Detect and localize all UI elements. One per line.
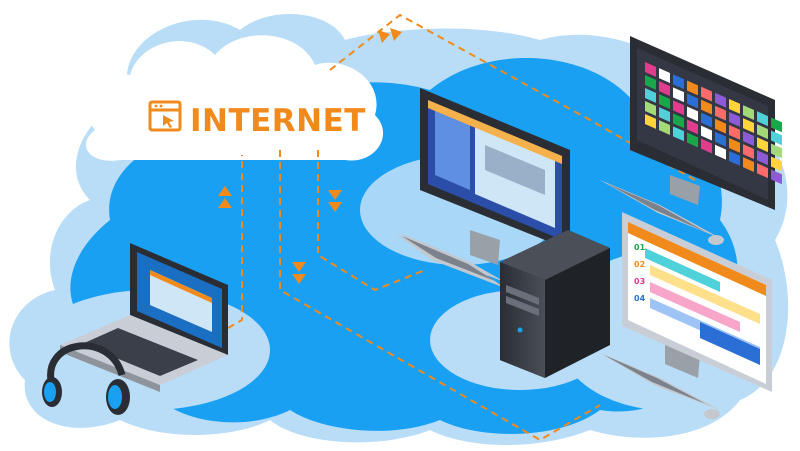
color-tile bbox=[715, 105, 726, 121]
keyboard-keys bbox=[402, 236, 495, 281]
connection-line-laptop bbox=[227, 155, 243, 329]
arrow-down-icon bbox=[328, 190, 342, 212]
color-tile bbox=[771, 156, 782, 172]
color-tile bbox=[645, 101, 656, 116]
schedule-bar-2 bbox=[650, 265, 760, 324]
color-tile bbox=[687, 93, 698, 109]
headphones-icon bbox=[42, 342, 130, 415]
color-tile bbox=[757, 124, 768, 140]
color-tile bbox=[687, 132, 698, 148]
schedule-header bbox=[628, 222, 766, 296]
color-tile bbox=[729, 98, 740, 114]
color-tile-grid bbox=[645, 62, 782, 185]
arrow-down-icon bbox=[292, 262, 306, 284]
mouse-icon bbox=[708, 235, 724, 245]
color-tile bbox=[701, 125, 712, 141]
color-tile bbox=[673, 126, 684, 142]
laptop-icon bbox=[60, 243, 228, 392]
color-tile bbox=[659, 94, 670, 109]
page-header-bar bbox=[428, 100, 562, 164]
color-tile bbox=[701, 86, 712, 102]
connection-line-monitor-center bbox=[317, 150, 426, 292]
color-tile bbox=[673, 113, 684, 129]
color-tile bbox=[645, 62, 656, 77]
color-tile bbox=[729, 137, 740, 153]
monitor-schedule: 01 02 03 04 bbox=[598, 212, 772, 419]
color-tile bbox=[673, 74, 684, 90]
schedule-bar-3 bbox=[650, 282, 740, 332]
color-tile bbox=[645, 75, 656, 90]
color-tile bbox=[715, 92, 726, 108]
color-tile bbox=[687, 119, 698, 135]
color-tile bbox=[757, 150, 768, 166]
color-tile bbox=[743, 105, 754, 120]
drive-bay bbox=[506, 296, 539, 316]
color-tile bbox=[757, 111, 768, 127]
color-tile bbox=[701, 112, 712, 128]
monitor-stand bbox=[470, 230, 500, 265]
mouse-icon bbox=[704, 409, 720, 419]
color-tile bbox=[659, 120, 670, 135]
laptop-front-edge bbox=[60, 345, 160, 392]
schedule-row-label: 04 bbox=[634, 294, 646, 303]
color-tile bbox=[729, 111, 740, 127]
tower-top bbox=[500, 230, 610, 280]
color-tile bbox=[659, 68, 670, 83]
power-led bbox=[517, 327, 523, 333]
pc-tower-icon bbox=[500, 230, 610, 378]
laptop-window-bar bbox=[150, 270, 212, 303]
color-tile bbox=[743, 131, 754, 146]
color-tile bbox=[659, 107, 670, 122]
color-tile bbox=[673, 87, 684, 103]
color-tile bbox=[729, 150, 740, 166]
color-tile bbox=[771, 143, 782, 159]
schedule-row-label: 01 bbox=[634, 243, 646, 252]
color-tile bbox=[687, 80, 698, 96]
color-tile bbox=[659, 81, 670, 96]
browser-window-cursor-icon bbox=[148, 100, 182, 132]
color-tile bbox=[715, 118, 726, 134]
color-tile bbox=[645, 114, 656, 129]
color-tile bbox=[757, 137, 768, 153]
schedule-bar-1 bbox=[645, 248, 720, 292]
monitor-web-page bbox=[396, 88, 570, 288]
page-sidebar bbox=[435, 108, 470, 190]
schedule-row-label: 03 bbox=[634, 277, 645, 286]
flow-arrows bbox=[218, 28, 402, 284]
monitor-stand bbox=[670, 175, 700, 205]
arrow-right-icon bbox=[378, 28, 402, 43]
keyboard-keys bbox=[604, 355, 706, 404]
color-tile bbox=[729, 124, 740, 140]
color-tile bbox=[715, 131, 726, 147]
color-tile bbox=[743, 118, 754, 133]
color-tile bbox=[687, 106, 698, 122]
color-tile bbox=[715, 144, 726, 160]
page-block bbox=[485, 145, 545, 195]
color-tile bbox=[771, 117, 782, 133]
monitor-stand bbox=[665, 340, 700, 378]
tower-front bbox=[500, 262, 545, 378]
color-tile bbox=[743, 144, 754, 159]
internet-label-group: INTERNET bbox=[148, 100, 366, 139]
connection-line-monitor-bottom bbox=[279, 150, 601, 442]
color-tile bbox=[701, 99, 712, 115]
drive-bay bbox=[506, 285, 539, 305]
monitor-color-grid bbox=[600, 36, 782, 245]
laptop-window bbox=[150, 270, 212, 332]
laptop-keyboard bbox=[82, 328, 198, 376]
arrow-up-icon bbox=[218, 186, 232, 208]
color-tile bbox=[701, 138, 712, 154]
color-tile bbox=[771, 130, 782, 146]
schedule-row-label: 02 bbox=[634, 260, 645, 269]
internet-label: INTERNET bbox=[190, 103, 366, 139]
color-tile bbox=[757, 163, 768, 179]
color-tile bbox=[673, 100, 684, 116]
schedule-bar-5 bbox=[700, 322, 760, 365]
color-tile bbox=[743, 157, 754, 172]
color-tile bbox=[645, 88, 656, 103]
color-tile bbox=[771, 169, 782, 185]
keyboard-keys bbox=[606, 183, 706, 232]
